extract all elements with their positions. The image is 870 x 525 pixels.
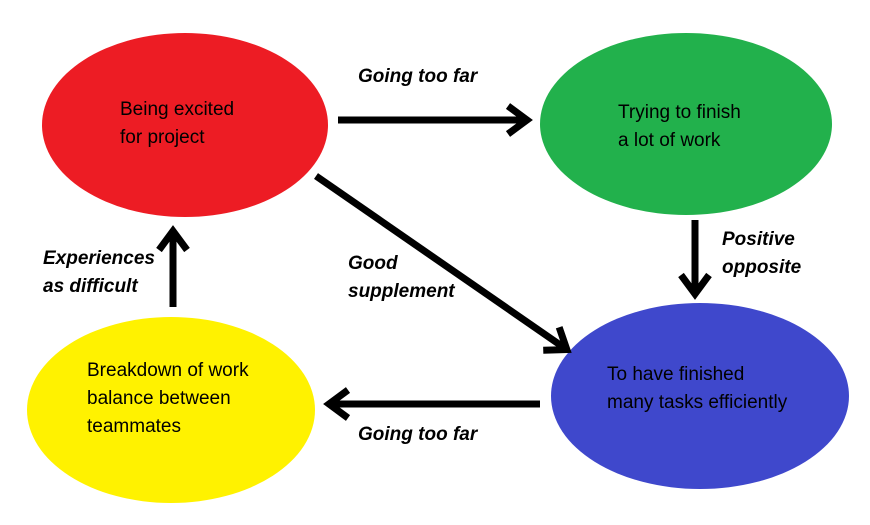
edge-label-going-too-far-top: Going too far [358,66,478,87]
edge-label-experiences-as-difficult: Experiences as difficult [43,248,155,297]
node-label-finished-many-tasks: To have finished many tasks efficiently [607,364,788,413]
node-being-excited [42,33,328,217]
node-finished-many-tasks [551,303,849,489]
node-label-trying-to-finish: Trying to finish a lot of work [618,102,741,151]
node-trying-to-finish [540,33,832,215]
node-label-breakdown-of-work: Breakdown of work balance between teamma… [87,360,249,437]
arrow-excited-to-finished [314,173,572,354]
edge-label-positive-opposite: Positive opposite [722,229,802,278]
node-label-being-excited: Being excited for project [120,99,235,148]
edge-label-good-supplement: Good supplement [348,253,455,302]
edge-label-going-too-far-bottom: Going too far [358,424,478,445]
node-breakdown-of-work [27,317,315,503]
